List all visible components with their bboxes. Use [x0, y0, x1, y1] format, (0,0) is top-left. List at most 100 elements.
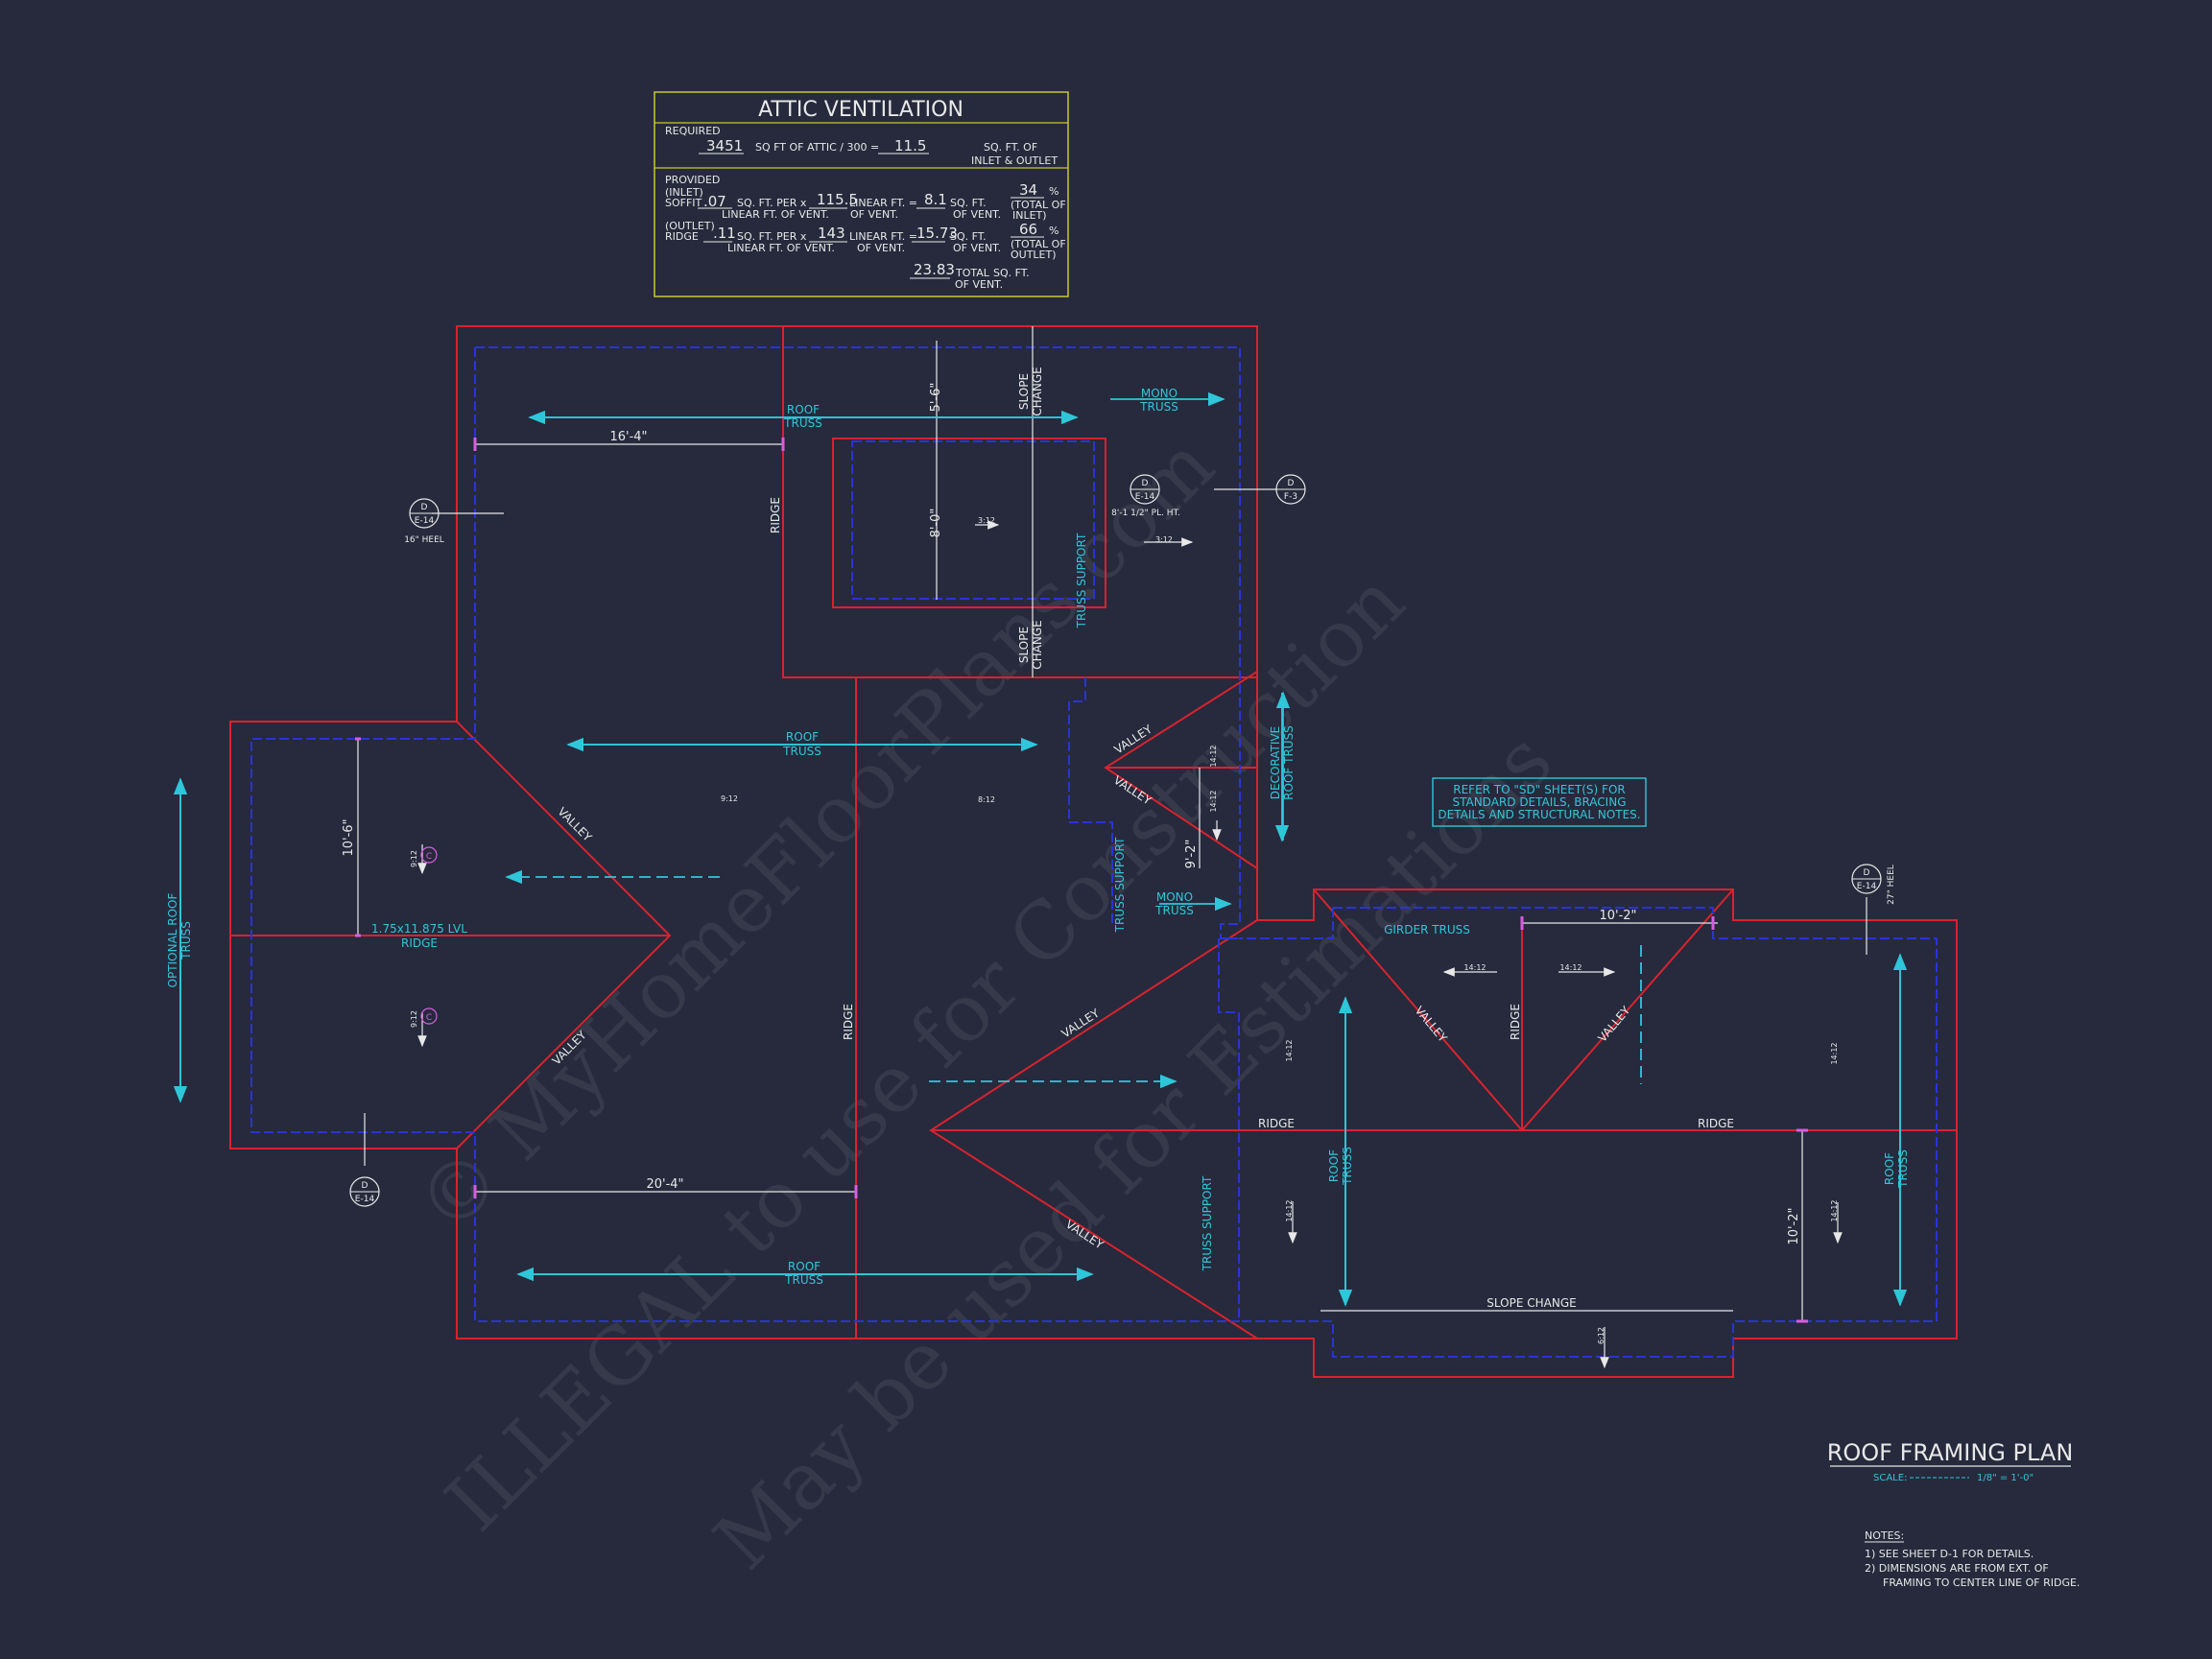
note-box-line3: DETAILS AND STRUCTURAL NOTES. [1438, 808, 1640, 821]
ridge-percent: 66 [1019, 221, 1037, 238]
required-result: 11.5 [894, 137, 926, 154]
dim-10-6: 10'-6" [342, 818, 356, 856]
roof-truss-label-1: ROOF [787, 403, 820, 416]
ridge-sqft-label: SQ. FT. [950, 230, 987, 243]
dimension-lines [357, 326, 1867, 1321]
pitch-13: 14:12 [1830, 1042, 1839, 1064]
required-unit2: INLET & OUTLET [971, 154, 1058, 167]
roof-truss-label-2: ROOF [786, 730, 819, 744]
ridge-of-vent: OF VENT. [857, 242, 905, 254]
roof-label-right-2: ROOF [1883, 1152, 1896, 1185]
plate-height-label: 8'-1 1/2" PL. HT. [1111, 509, 1180, 518]
pitch-7: 14:12 [1209, 745, 1218, 767]
pitch-1: 3:12 [978, 516, 995, 525]
ridge-label-1: RIDGE [769, 497, 782, 533]
table-frame [654, 91, 1069, 297]
general-notes: NOTES: 1) SEE SHEET D-1 FOR DETAILS. 2) … [1865, 1529, 2080, 1589]
girder-mark-1-text: C [426, 852, 432, 862]
soffit-rate: .07 [703, 193, 726, 210]
total-of-label: (TOTAL OF [1011, 199, 1066, 211]
valley-label-1: VALLEY [555, 805, 594, 844]
heel-right-label: 27" HEEL [1887, 865, 1896, 905]
outlet-label: (OUTLET) [665, 220, 715, 232]
section-bubble-2: D E-14 [1130, 474, 1160, 505]
slope-label-2: SLOPE [1017, 627, 1031, 663]
pitch-11: 14:12 [1285, 1039, 1294, 1061]
pitch-8: 14:12 [1209, 790, 1218, 812]
ridge-label: RIDGE [665, 230, 699, 243]
pitch-6: 9:12 [410, 1010, 418, 1028]
ridge-label-2: RIDGE [842, 1004, 855, 1040]
inlet-close-label: INLET) [1012, 209, 1047, 222]
truss-label-1: TRUSS [783, 416, 822, 430]
section-bubbles: D E-14 D E-14 D F-3 D E-14 D E-14 [349, 474, 1882, 1207]
bubble-5-bottom: E-14 [1857, 882, 1877, 891]
ridge-total-of: (TOTAL OF [1011, 238, 1066, 250]
note-box-line2: STANDARD DETAILS, BRACING [1452, 795, 1626, 809]
pitch-9: 14:12 [1463, 963, 1486, 972]
ridge-length: 143 [818, 225, 845, 242]
truss-arrows [173, 391, 1908, 1307]
dim-16-4: 16'-4" [609, 430, 647, 444]
total-unit2: OF VENT. [955, 278, 1003, 291]
girder-mark-2: C [420, 1007, 438, 1025]
pitch-5: 9:12 [410, 850, 418, 867]
truss-label-2: TRUSS [782, 745, 821, 758]
total-label: TOTAL [955, 267, 990, 279]
attic-ventilation-table: ATTIC VENTILATION REQUIRED 3451 SQ FT OF… [654, 91, 1069, 297]
notes-heading: NOTES: [1865, 1529, 1904, 1542]
lvl-ridge-label: RIDGE [401, 936, 438, 950]
pitch-12: 14:12 [1285, 1199, 1294, 1221]
ridge-area: 15.73 [916, 225, 958, 242]
dim-5-6: 5'-6" [929, 383, 943, 413]
mono-truss-label-1: TRUSS [1139, 400, 1178, 414]
bubble-3-top: D [1288, 479, 1295, 488]
soffit-length: 115.5 [817, 191, 858, 208]
pitch-14: 14:12 [1830, 1199, 1839, 1221]
section-bubble-3: D F-3 [1275, 474, 1306, 505]
slope-arrows [417, 520, 1843, 1369]
decorative-label: DECORATIVE [1269, 726, 1282, 799]
valley-label-8: VALLEY [1595, 1004, 1632, 1045]
change-label-1: CHANGE [1031, 367, 1044, 415]
mono-label-1: MONO [1141, 387, 1177, 400]
optional-roof-label: OPTIONAL ROOF [166, 892, 179, 987]
dim-9-2: 9'-2" [1184, 840, 1199, 869]
total-unit: SQ. FT. [993, 267, 1030, 279]
bubble-3-bottom: F-3 [1284, 492, 1297, 502]
dim-20-4: 20'-4" [646, 1177, 683, 1192]
linear-label: LINEAR FT. = [849, 197, 917, 209]
girder-mark-1: C [420, 846, 438, 864]
valley-label-7: VALLEY [1413, 1004, 1450, 1045]
pitch-markers: 3:12 3:12 9:12 8:12 9:12 9:12 14:12 14:1… [410, 516, 1839, 1344]
linear-vent-label: LINEAR FT. OF VENT. [722, 208, 829, 221]
truss-support-2: TRUSS SUPPORT [1113, 837, 1127, 933]
soffit-label: SOFFIT [665, 197, 702, 209]
scale-label: SCALE: [1873, 1473, 1907, 1483]
reference-note-box: REFER TO "SD" SHEET(S) FOR STANDARD DETA… [1432, 777, 1647, 827]
optional-truss-label: TRUSS [179, 921, 193, 960]
required-unit: SQ. FT. OF [984, 141, 1037, 154]
girder-mark-2-text: C [426, 1013, 432, 1023]
bubble-1-top: D [421, 503, 428, 512]
note-1: 1) SEE SHEET D-1 FOR DETAILS. [1865, 1548, 2034, 1560]
pitch-2: 3:12 [1155, 535, 1173, 544]
mono-truss-label-2: TRUSS [1154, 904, 1194, 917]
heel-label: 16" HEEL [404, 535, 444, 545]
mono-box [832, 438, 1106, 608]
bubble-4-bottom: E-14 [355, 1195, 375, 1204]
bubble-2-top: D [1142, 479, 1149, 488]
mono-label-2: MONO [1156, 890, 1193, 904]
girder-truss-label: GIRDER TRUSS [1384, 923, 1470, 936]
note-box-line1: REFER TO "SD" SHEET(S) FOR [1453, 783, 1625, 796]
percent-sign: % [1049, 185, 1058, 198]
roof-label-right-1: ROOF [1327, 1149, 1341, 1182]
ridge-label-3: RIDGE [1258, 1117, 1295, 1130]
dimension-ticks [355, 438, 1808, 1323]
section-bubble-4: D E-14 [349, 1176, 380, 1207]
dimension-text: 16'-4" 5'-6" 8'-0" 10'-6" 20'-4" 10'-2" … [342, 383, 1801, 1245]
title-block: ROOF FRAMING PLAN SCALE: 1/8" = 1'-0" [1827, 1439, 2074, 1483]
section-bubble-1: D E-14 [409, 498, 440, 529]
provided-label: PROVIDED [665, 174, 720, 186]
